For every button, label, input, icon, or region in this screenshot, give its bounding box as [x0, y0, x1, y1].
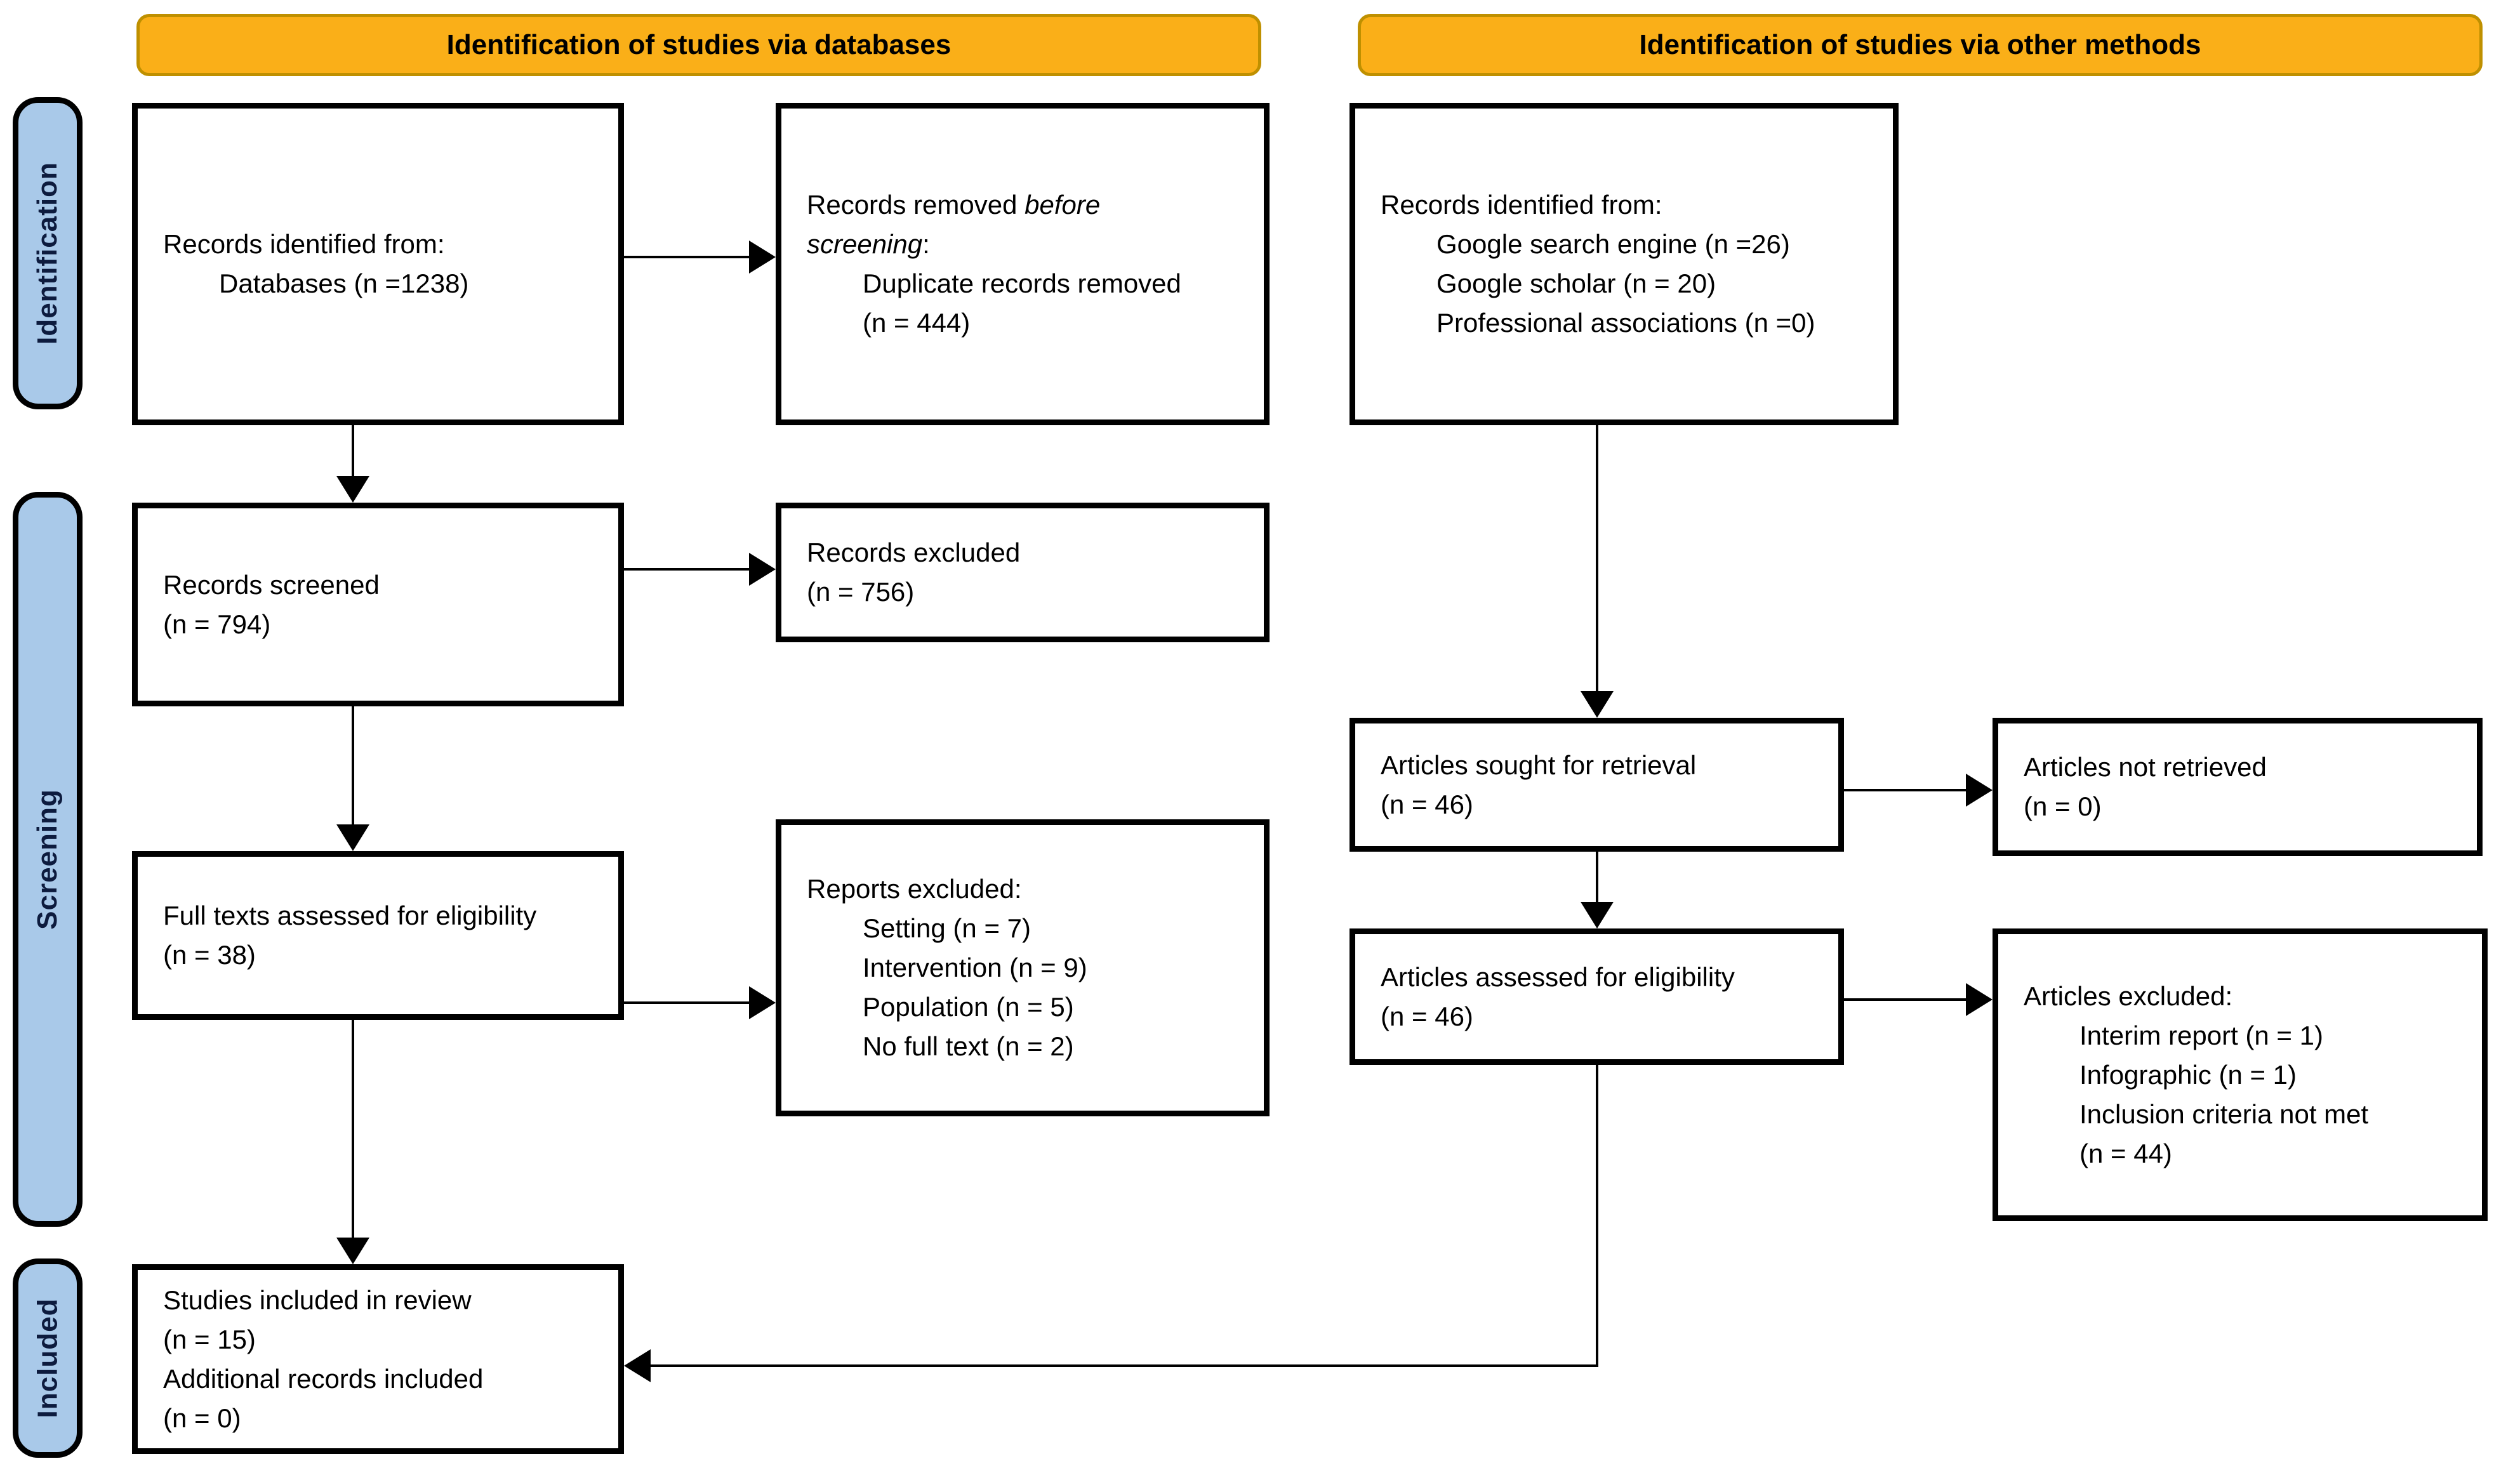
- box-line: Interim report (n = 1): [2079, 1020, 2323, 1050]
- box-line: Population (n = 5): [863, 992, 1074, 1022]
- arrow-line: [624, 256, 749, 258]
- stage-screening-label: Screening: [32, 789, 63, 930]
- arrow-line: [352, 1020, 354, 1238]
- box-line: Setting (n = 7): [863, 913, 1031, 943]
- box-articles-excluded: Articles excluded: Interim report (n = 1…: [1993, 928, 2488, 1221]
- arrowhead-right-icon: [1966, 983, 1993, 1016]
- banner-other-methods-label: Identification of studies via other meth…: [1639, 29, 2201, 60]
- box-line: Records identified from:: [163, 229, 445, 259]
- box-line: (n = 44): [2079, 1138, 2172, 1168]
- box-line: Articles sought for retrieval: [1381, 750, 1697, 780]
- box-studies-included: Studies included in review (n = 15) Addi…: [132, 1264, 624, 1454]
- box-line: Google search engine (n =26): [1436, 229, 1790, 259]
- box-line: Google scholar (n = 20): [1436, 268, 1716, 298]
- banner-databases: Identification of studies via databases: [136, 14, 1261, 76]
- arrow-line: [1844, 789, 1966, 791]
- box-line: Studies included in review: [163, 1285, 472, 1315]
- box-articles-assessed: Articles assessed for eligibility (n = 4…: [1350, 928, 1844, 1065]
- stage-identification-label: Identification: [32, 162, 63, 345]
- box-articles-sought: Articles sought for retrieval (n = 46): [1350, 718, 1844, 852]
- box-records-screened: Records screened (n = 794): [132, 503, 624, 706]
- box-line: (n = 46): [1381, 789, 1473, 819]
- box-line: Databases (n =1238): [219, 268, 469, 298]
- arrowhead-down-icon: [336, 824, 369, 851]
- box-line: Additional records included: [163, 1363, 484, 1394]
- box-line: (n = 756): [807, 577, 915, 607]
- banner-databases-label: Identification of studies via databases: [446, 29, 952, 60]
- box-line: (n = 0): [163, 1403, 241, 1433]
- box-line-italic-text: before: [1025, 190, 1101, 220]
- box-line: (n = 15): [163, 1324, 256, 1354]
- box-line: No full text (n = 2): [863, 1031, 1074, 1061]
- arrow-line: [1596, 1065, 1598, 1367]
- arrow-line: [1596, 852, 1598, 902]
- box-line: (n = 0): [2024, 791, 2102, 821]
- box-line: (n = 38): [163, 940, 256, 970]
- box-line: Duplicate records removed: [863, 268, 1181, 298]
- arrow-line: [352, 425, 354, 476]
- box-line: Records screened: [163, 569, 380, 600]
- box-line: Articles assessed for eligibility: [1381, 961, 1735, 992]
- box-line: (n = 794): [163, 609, 271, 639]
- arrow-line: [1844, 998, 1966, 1001]
- box-line: Articles excluded:: [2024, 981, 2233, 1011]
- box-line: (n = 46): [1381, 1001, 1473, 1031]
- arrowhead-down-icon: [1581, 902, 1614, 928]
- arrow-line: [624, 1001, 749, 1004]
- stage-identification: Identification: [13, 97, 83, 409]
- arrowhead-right-icon: [749, 553, 776, 586]
- stage-included: Included: [13, 1258, 83, 1458]
- arrowhead-down-icon: [1581, 691, 1614, 718]
- box-line: Full texts assessed for eligibility: [163, 901, 537, 930]
- box-records-removed-before-screening: Records removed before screening: Duplic…: [776, 103, 1270, 425]
- box-line: (n = 444): [863, 308, 971, 338]
- box-line: Intervention (n = 9): [863, 953, 1087, 982]
- box-records-excluded: Records excluded (n = 756): [776, 503, 1270, 642]
- arrowhead-right-icon: [749, 241, 776, 274]
- arrowhead-down-icon: [336, 1238, 369, 1264]
- stage-screening: Screening: [13, 492, 83, 1227]
- arrow-line: [352, 706, 354, 824]
- box-line: Inclusion criteria not met: [2079, 1099, 2369, 1129]
- box-line: Records identified from:: [1381, 190, 1662, 220]
- box-line-text: Records removed: [807, 190, 1025, 220]
- box-line: Infographic (n = 1): [2079, 1059, 2297, 1090]
- box-full-texts-assessed: Full texts assessed for eligibility (n =…: [132, 851, 624, 1020]
- box-line: Reports excluded:: [807, 874, 1022, 904]
- arrowhead-right-icon: [749, 986, 776, 1019]
- box-records-identified-databases: Records identified from: Databases (n =1…: [132, 103, 624, 425]
- box-line: Records removed before: [807, 185, 1252, 225]
- box-line-italic-text: screening: [807, 229, 923, 259]
- banner-other-methods: Identification of studies via other meth…: [1358, 14, 2483, 76]
- arrowhead-right-icon: [1966, 774, 1993, 807]
- box-articles-not-retrieved: Articles not retrieved (n = 0): [1993, 718, 2483, 856]
- box-line: Records excluded: [807, 538, 1021, 567]
- arrow-line: [624, 568, 749, 571]
- box-line-text: :: [922, 229, 930, 259]
- arrowhead-left-icon: [624, 1349, 651, 1382]
- box-line: screening:: [807, 225, 1252, 264]
- box-line: Professional associations (n =0): [1436, 308, 1815, 338]
- arrow-line: [651, 1364, 1598, 1367]
- box-reports-excluded: Reports excluded: Setting (n = 7) Interv…: [776, 819, 1270, 1116]
- stage-included-label: Included: [32, 1298, 63, 1418]
- box-records-identified-other: Records identified from: Google search e…: [1350, 103, 1899, 425]
- box-line: Articles not retrieved: [2024, 752, 2267, 782]
- arrow-line: [1596, 425, 1598, 691]
- arrowhead-down-icon: [336, 476, 369, 503]
